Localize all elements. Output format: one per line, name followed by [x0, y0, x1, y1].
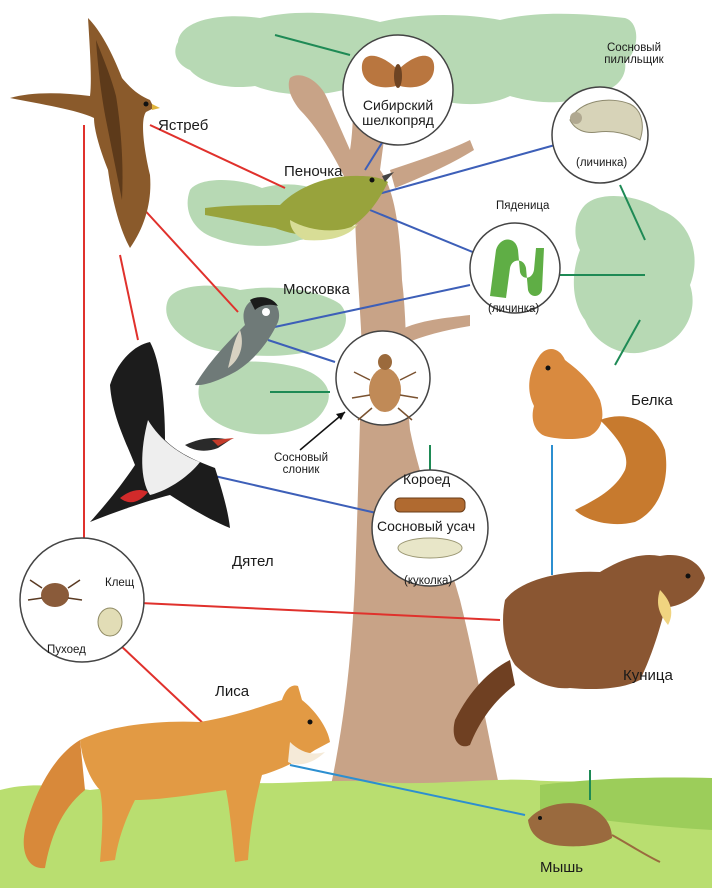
- label-marten: Куница: [623, 668, 673, 684]
- link-hawk-woodpecker: [120, 255, 138, 340]
- label-longhorn: Сосновый усач: [377, 519, 475, 534]
- label-weevil: Сосновый слоник: [264, 452, 338, 476]
- moth-circle: [343, 35, 453, 145]
- label-woodpecker: Дятел: [232, 554, 274, 570]
- weevil-circle: [336, 331, 430, 425]
- label-tick: Клещ: [105, 577, 134, 589]
- geometrid-circle: [470, 223, 560, 313]
- label-siberian-moth-line2: шелкопряд: [353, 113, 443, 128]
- label-coal-tit: Московка: [283, 282, 350, 298]
- label-louse: Пухоед: [47, 644, 86, 656]
- label-geometrid: Пяденица: [496, 200, 549, 212]
- label-sawfly: Сосновый пилильщик: [588, 42, 680, 66]
- link-hawk-warbler: [150, 125, 285, 188]
- label-mouse: Мышь: [540, 860, 583, 876]
- label-weevil-line2: слоник: [264, 464, 338, 476]
- label-sawfly-line2: пилильщик: [588, 54, 680, 66]
- label-weevil-line1: Сосновый: [264, 452, 338, 464]
- label-squirrel: Белка: [631, 393, 673, 409]
- marten-illustration: [454, 555, 705, 746]
- link-parasites-fox: [120, 645, 205, 725]
- label-siberian-moth-line1: Сибирский: [353, 98, 443, 113]
- label-longhorn-stage: (куколка): [404, 575, 452, 587]
- label-bark-beetle: Короед: [403, 472, 450, 487]
- label-fox: Лиса: [215, 684, 249, 700]
- label-sawfly-line1: Сосновый: [588, 42, 680, 54]
- label-geometrid-stage: (личинка): [488, 303, 539, 315]
- label-warbler: Пеночка: [284, 164, 342, 180]
- squirrel-illustration: [529, 349, 666, 524]
- label-siberian-moth: Сибирский шелкопряд: [353, 98, 443, 127]
- label-hawk: Ястреб: [158, 118, 208, 134]
- label-sawfly-stage: (личинка): [576, 157, 627, 169]
